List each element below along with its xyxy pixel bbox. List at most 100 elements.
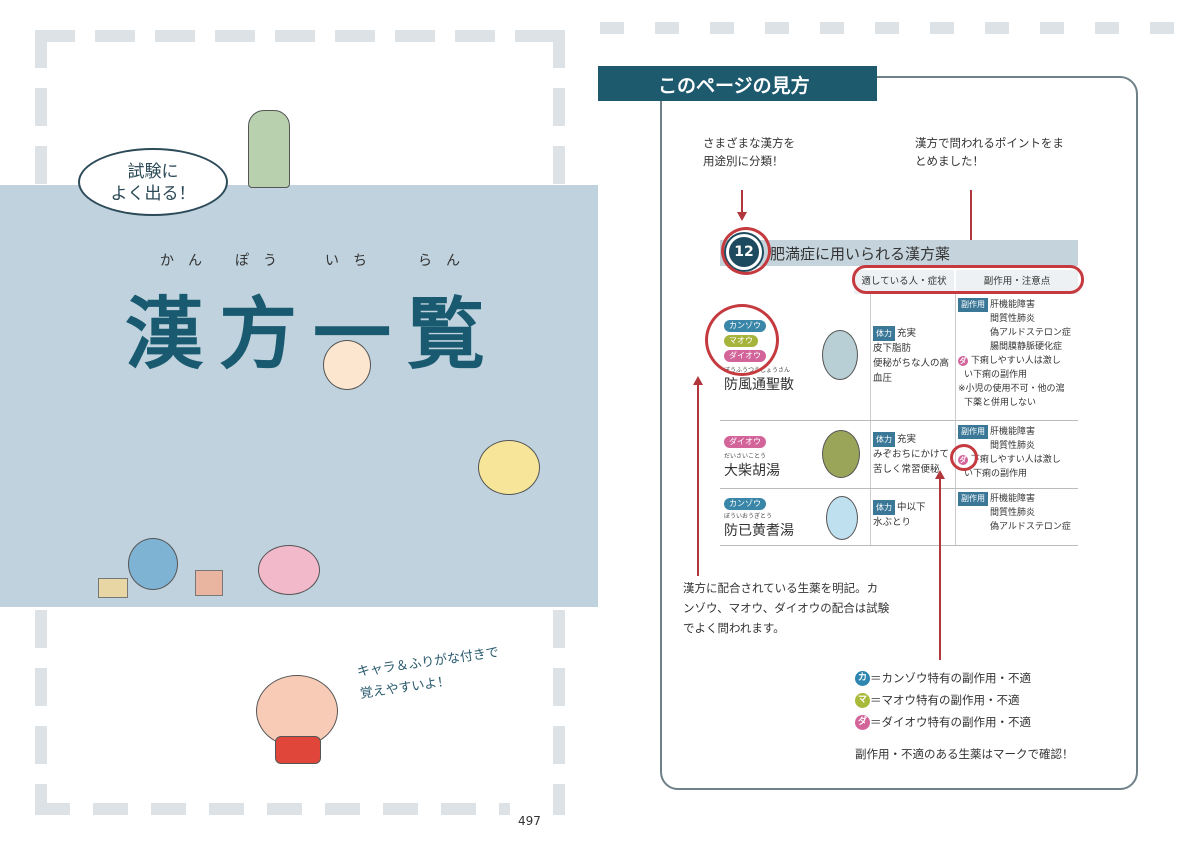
cell-text: 腸間膜静脈硬化症 xyxy=(990,342,1063,352)
note-bottom-left: 漢方に配合されている生薬を明記。カ ンゾウ、マオウ、ダイオウの配合は試験 でよく… xyxy=(683,578,889,638)
maou-mark-icon: マ xyxy=(855,693,870,708)
books-illustration xyxy=(195,570,223,596)
sample-heading: 肥満症に用いられる漢方薬 xyxy=(720,240,1078,266)
character-illustration xyxy=(826,496,858,540)
row-divider xyxy=(720,545,1078,546)
cell-text: 血圧 xyxy=(873,373,893,384)
daiou-mark-icon: ダ xyxy=(958,355,968,366)
highlight-ring-mark xyxy=(950,444,978,471)
medicine-name: 防已黄耆湯 xyxy=(724,523,794,539)
badge-daiou: ダイオウ xyxy=(724,436,766,448)
arrow-line xyxy=(970,190,972,254)
note-top-left: さまざまな漢方を用途別に分類！ xyxy=(703,134,795,170)
row-divider xyxy=(720,420,1078,421)
legend-item: マ＝マオウ特有の副作用・不適 xyxy=(855,689,1031,711)
cell-text: 肝機能障害 xyxy=(990,300,1036,310)
note-line: でよく問われます。 xyxy=(683,621,785,635)
arrow-up-icon xyxy=(935,470,945,479)
badge-kanzou: カンゾウ xyxy=(724,498,766,510)
caption-handwritten: キャラ＆ふりがな付きで覚えやすいよ！ xyxy=(356,642,504,705)
speech-bubble: 試験によく出る！ xyxy=(78,148,228,216)
cell-text: 間質性肺炎 xyxy=(990,508,1036,518)
furigana: ぼういおうぎとう xyxy=(724,513,773,520)
cell-text: ※小児の使用不可・他の瀉 xyxy=(958,384,1065,394)
legend: カ＝カンゾウ特有の副作用・不適 マ＝マオウ特有の副作用・不適 ダ＝ダイオウ特有の… xyxy=(855,667,1031,733)
legend-item: ダ＝ダイオウ特有の副作用・不適 xyxy=(855,711,1031,733)
cell-text: 皮下脂肪 xyxy=(873,343,912,354)
page-number: 497 xyxy=(518,814,541,828)
suitable-cell: 体力中以下 水ぶとり xyxy=(873,500,926,530)
arrow-line xyxy=(939,478,941,660)
note-line: 漢方で問われるポイントをま xyxy=(915,136,1064,150)
cell-text: 中以下 xyxy=(897,502,926,513)
sample-table: 肥満症に用いられる漢方薬 12 適している人・症状 副作用・注意点 カンゾウ マ… xyxy=(720,234,1078,546)
bubble-line: よく出る！ xyxy=(110,184,196,204)
cell-text: 下薬と併用しない xyxy=(964,398,1037,408)
cell-text: 肝機能障害 xyxy=(990,494,1036,504)
highlight-ring-number xyxy=(721,227,771,275)
medicine-name: 防風通聖散 xyxy=(724,377,794,393)
monkey-character-illustration xyxy=(323,340,371,390)
tag-fukusayo: 副作用 xyxy=(958,298,988,312)
highlight-ring-badges xyxy=(705,304,779,376)
legend-item: カ＝カンゾウ特有の副作用・不適 xyxy=(855,667,1031,689)
highlight-ring-headers xyxy=(852,265,1084,294)
dashed-border-bottom xyxy=(35,803,510,815)
row-divider xyxy=(720,488,1078,489)
note-line: とめました！ xyxy=(915,154,984,168)
pink-character-illustration xyxy=(258,545,320,595)
books-illustration xyxy=(98,578,128,598)
tag-tairyoku: 体力 xyxy=(873,432,895,447)
ruby: らん xyxy=(418,253,474,269)
tag-fukusayo: 副作用 xyxy=(958,492,988,506)
cautions-cell: 副作用肝機能障害 間質性肺炎 偽アルドステロン症 xyxy=(958,492,1071,534)
medicine-name: 大柴胡湯 xyxy=(724,463,780,479)
tag-tairyoku: 体力 xyxy=(873,500,895,515)
cell-text: 下痢しやすい人は激し xyxy=(970,455,1061,465)
kanzou-mark-icon: カ xyxy=(855,671,870,686)
suitable-cell: 体力充実 みぞおちにかけて 苦しく常習便秘 xyxy=(873,432,949,477)
cell-text: い下痢の副作用 xyxy=(964,469,1028,479)
cell-text: 偽アルドステロン症 xyxy=(990,328,1071,338)
arrow-line xyxy=(741,190,743,214)
penguin-character-illustration xyxy=(128,538,178,590)
cell-text: 肝機能障害 xyxy=(990,427,1036,437)
character-illustration xyxy=(822,330,858,380)
legend-footer: 副作用・不適のある生薬はマークで確認！ xyxy=(855,747,1074,761)
dashed-border-top xyxy=(35,30,565,42)
column-header: 適している人・症状 xyxy=(854,270,954,294)
note-line: 漢方に配合されている生薬を明記。カ xyxy=(683,581,879,595)
legend-text: ＝カンゾウ特有の副作用・不適 xyxy=(870,671,1031,685)
ruby: ぽう xyxy=(235,253,291,269)
title-band xyxy=(0,185,598,607)
ruby: かん xyxy=(160,253,216,269)
ruby: いち xyxy=(325,253,381,269)
cell-text: みぞおちにかけて xyxy=(873,449,950,460)
cell-text: 間質性肺炎 xyxy=(990,314,1036,324)
legend-text: ＝ダイオウ特有の副作用・不適 xyxy=(870,715,1031,729)
character-illustration xyxy=(822,430,860,478)
cell-text: い下痢の副作用 xyxy=(964,370,1028,380)
note-line: 用途別に分類！ xyxy=(703,154,784,168)
explanation-frame xyxy=(660,76,1138,790)
furigana: だいさいことう xyxy=(724,453,767,460)
legend-text: ＝マオウ特有の副作用・不適 xyxy=(870,693,1020,707)
note-line: さまざまな漢方を xyxy=(703,136,795,150)
cell-text: 充実 xyxy=(897,328,917,339)
cell-text: 下痢しやすい人は激し xyxy=(970,356,1061,366)
boy-shirt-illustration xyxy=(275,736,321,764)
cell-text: 便秘がちな人の高 xyxy=(873,358,950,369)
cell-text: 充実 xyxy=(897,434,917,445)
note-top-right: 漢方で問われるポイントをまとめました！ xyxy=(915,134,1064,170)
boy-character-illustration xyxy=(256,675,338,747)
cautions-cell: 副作用肝機能障害 間質性肺炎 偽アルドステロン症 腸間膜静脈硬化症 ダ 下痢しや… xyxy=(958,298,1071,410)
cell-text: 水ぶとり xyxy=(873,517,912,528)
table-row: ダイオウ だいさいことう 大柴胡湯 xyxy=(724,434,780,479)
arrow-up-icon xyxy=(693,376,703,385)
page-title: 漢方一覧 xyxy=(125,290,502,380)
suitable-cell: 体力充実 皮下脂肪 便秘がちな人の高 血圧 xyxy=(873,326,949,386)
cell-text: 間質性肺炎 xyxy=(990,441,1036,451)
table-row: カンゾウ ぼういおうぎとう 防已黄耆湯 xyxy=(724,496,794,538)
bubble-line: 試験に xyxy=(127,162,179,182)
arrow-down-icon xyxy=(737,212,747,221)
